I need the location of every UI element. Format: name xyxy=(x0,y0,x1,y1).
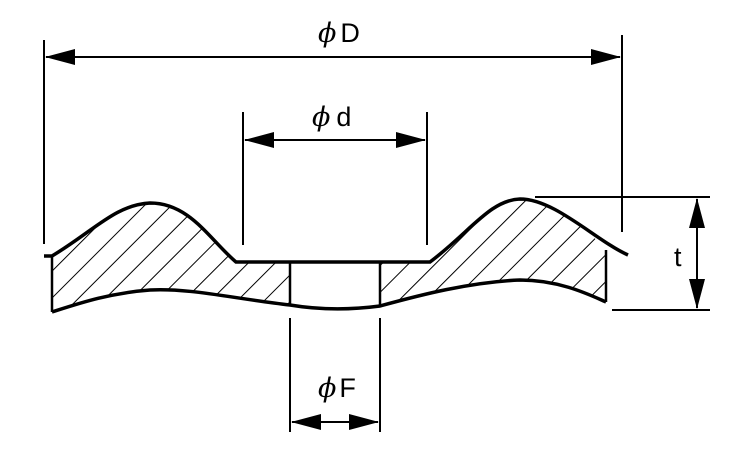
left-section-body xyxy=(52,203,290,312)
phi-symbol-F: ϕ xyxy=(318,373,336,404)
extension-lines xyxy=(43,35,710,432)
bottom-surface-curve xyxy=(51,278,607,314)
label-t: t xyxy=(674,242,682,272)
label-d-letter: d xyxy=(336,102,351,132)
section-outline xyxy=(44,197,629,314)
top-surface-curve xyxy=(44,197,629,264)
label-F-letter: F xyxy=(339,373,356,403)
right-section-body xyxy=(380,199,606,306)
phi-symbol-D: ϕ xyxy=(318,18,336,49)
phi-symbol-d: ϕ xyxy=(312,102,330,133)
dimension-lines xyxy=(45,49,705,430)
section-hatching xyxy=(52,199,606,312)
label-D-letter: D xyxy=(340,18,360,48)
